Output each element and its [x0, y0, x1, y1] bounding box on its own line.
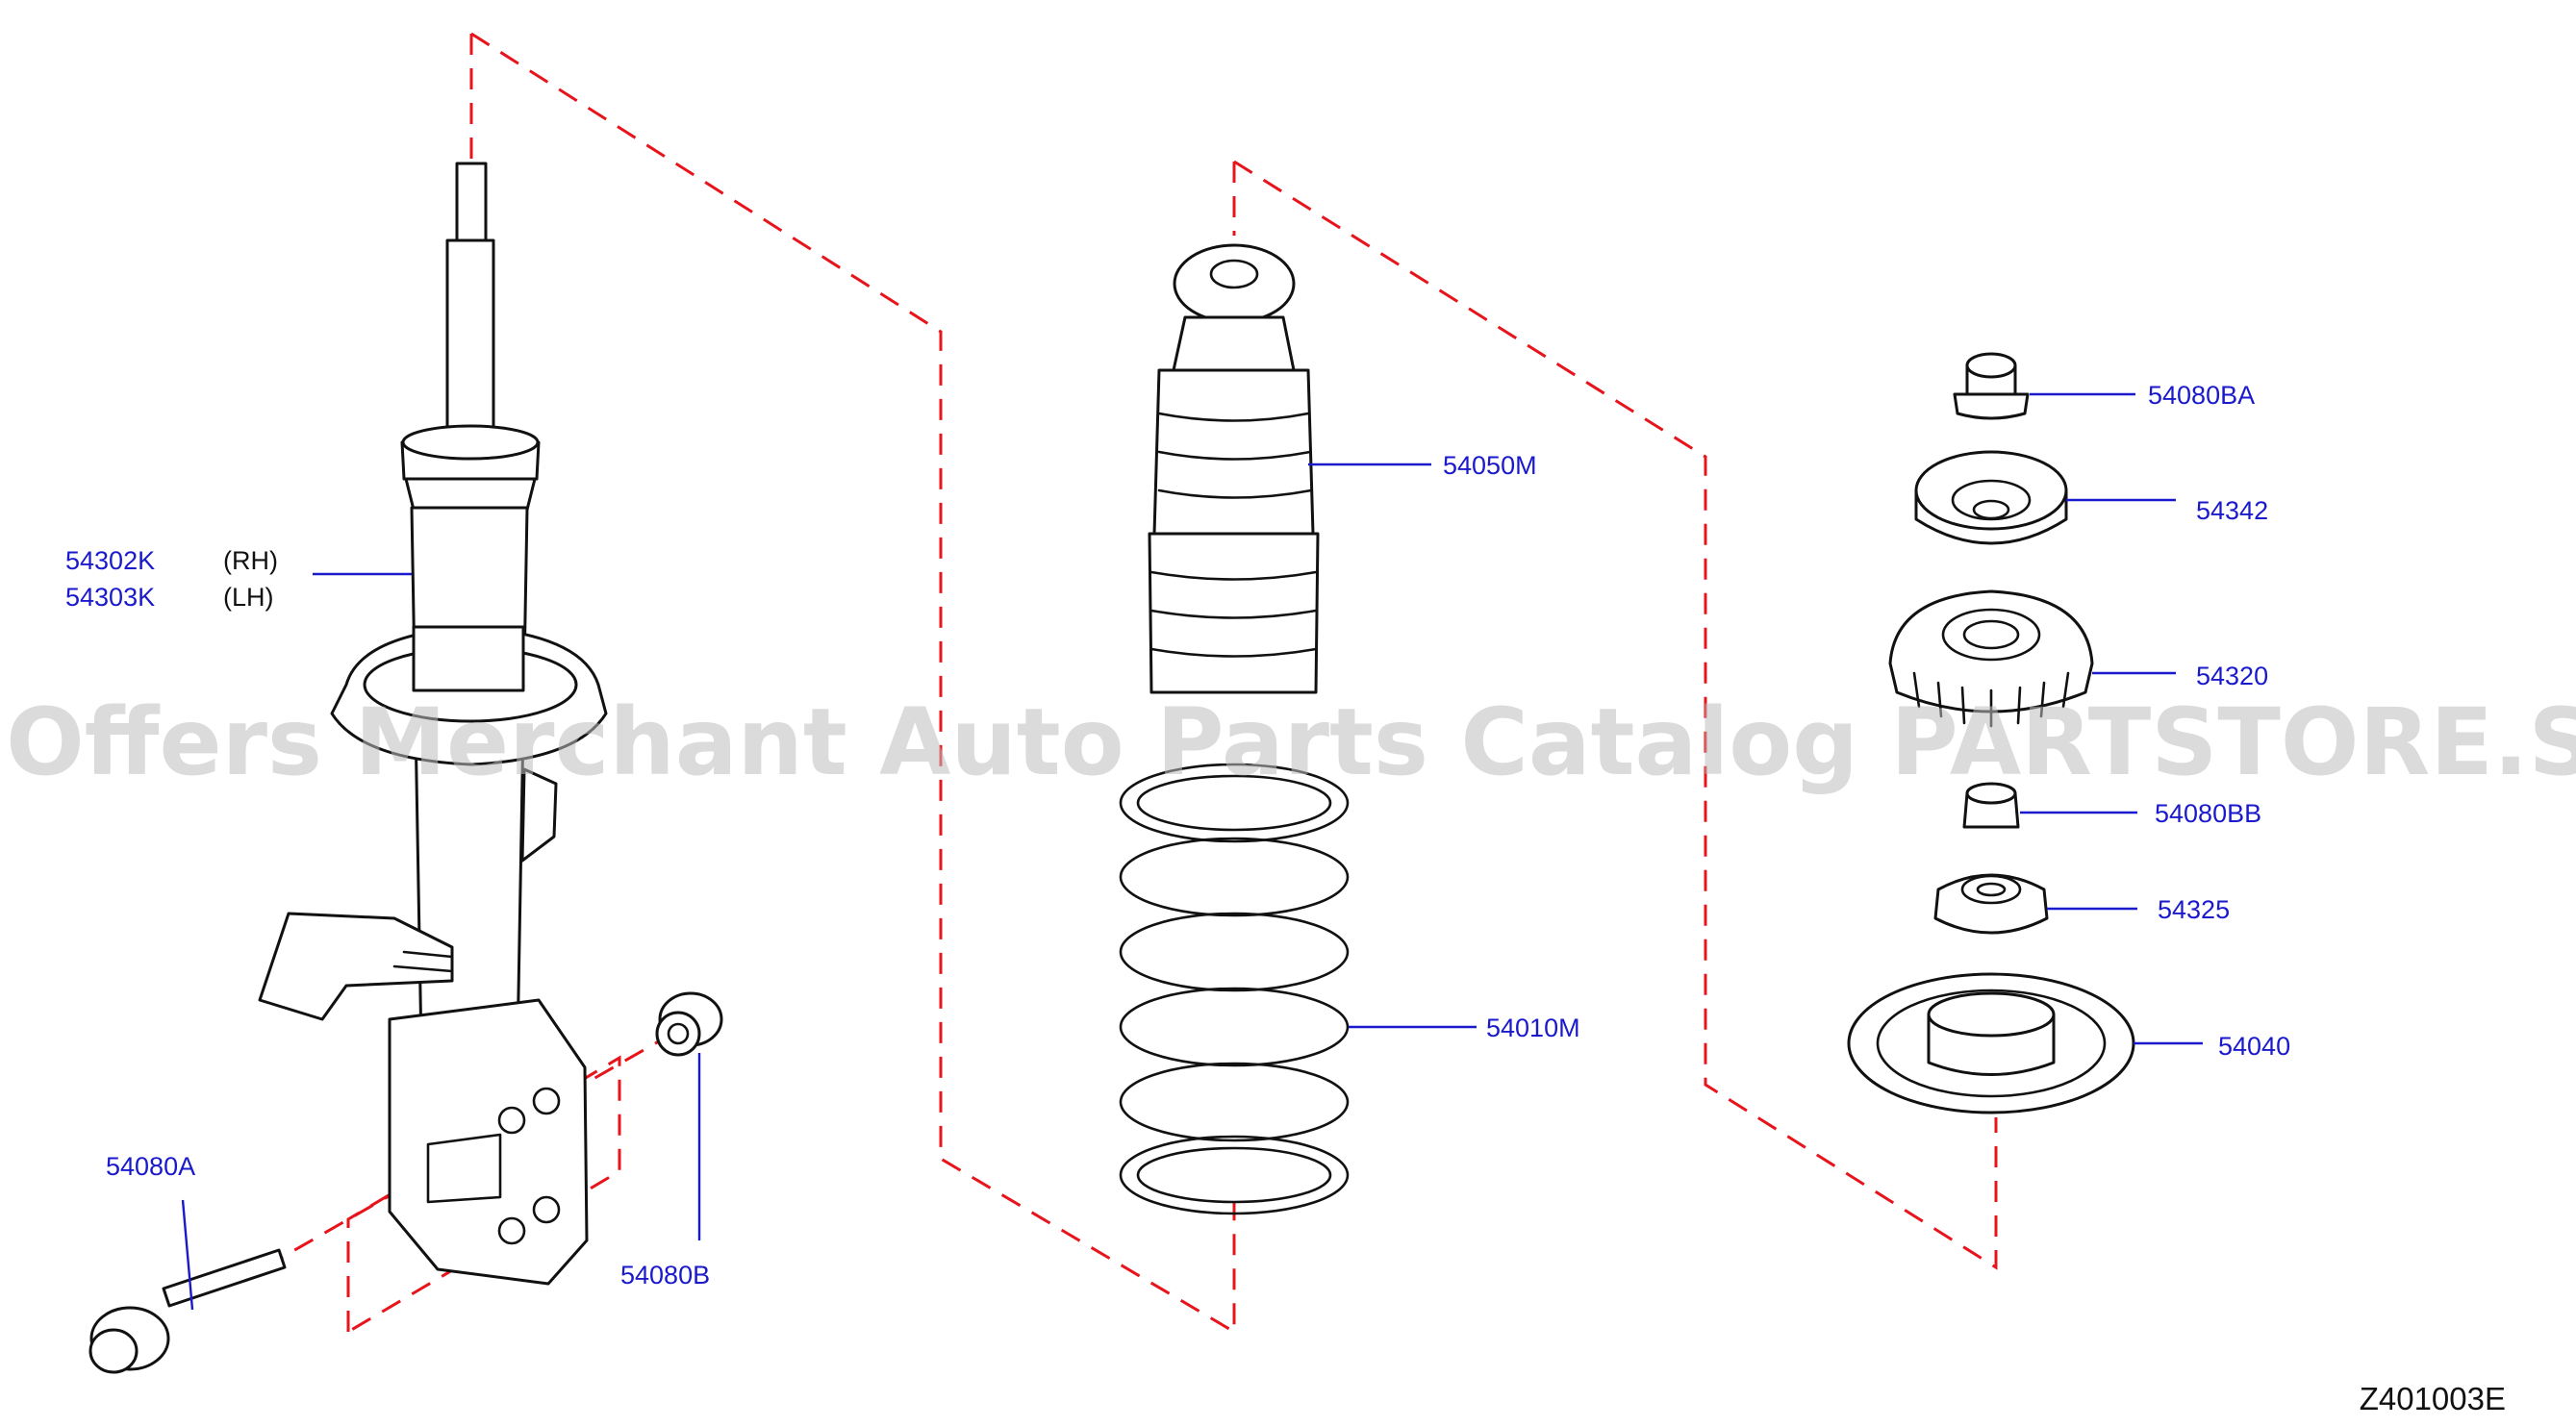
phantom-lines	[264, 32, 1998, 1335]
label-strut-rh-side: (RH)	[223, 546, 278, 575]
spring-seat-icon	[1847, 972, 2135, 1114]
label-coil-spring[interactable]: 54010M	[1486, 1014, 1580, 1042]
label-nut-top[interactable]: 54080BA	[2148, 381, 2255, 410]
nut-mid-icon	[1962, 782, 2020, 829]
label-spring-seat[interactable]: 54040	[2218, 1032, 2290, 1061]
strut-assembly	[258, 162, 608, 1286]
label-nut-mid[interactable]: 54080BB	[2155, 799, 2261, 828]
label-bolt[interactable]: 54080A	[106, 1152, 195, 1181]
mounting-insulator-icon	[1888, 589, 2094, 728]
label-nut-lower[interactable]: 54080B	[620, 1261, 710, 1289]
watermark-text: Offers Merchant Auto Parts Catalog PARTS…	[6, 688, 2576, 796]
label-strut-lh-number[interactable]: 54303K	[65, 583, 155, 612]
leader-lines	[181, 392, 2203, 1311]
figure-code: Z401003E	[2360, 1381, 2506, 1416]
washer-icon	[1914, 450, 2068, 545]
label-washer[interactable]: 54342	[2196, 496, 2268, 525]
label-bump-stopper[interactable]: 54050M	[1443, 451, 1537, 480]
bolt-icon	[88, 1248, 287, 1374]
nut-lower-icon	[655, 991, 723, 1057]
nut-top-icon	[1953, 352, 2030, 420]
label-strut-rh-number[interactable]: 54302K	[65, 546, 155, 575]
label-mounting-insulator[interactable]: 54320	[2196, 662, 2268, 690]
bump-stopper-icon	[1148, 243, 1320, 694]
label-strut-lh-side: (LH)	[223, 583, 274, 612]
coil-spring-icon	[1119, 763, 1350, 1215]
label-bearing[interactable]: 54325	[2158, 895, 2230, 924]
bearing-icon	[1933, 873, 2049, 935]
